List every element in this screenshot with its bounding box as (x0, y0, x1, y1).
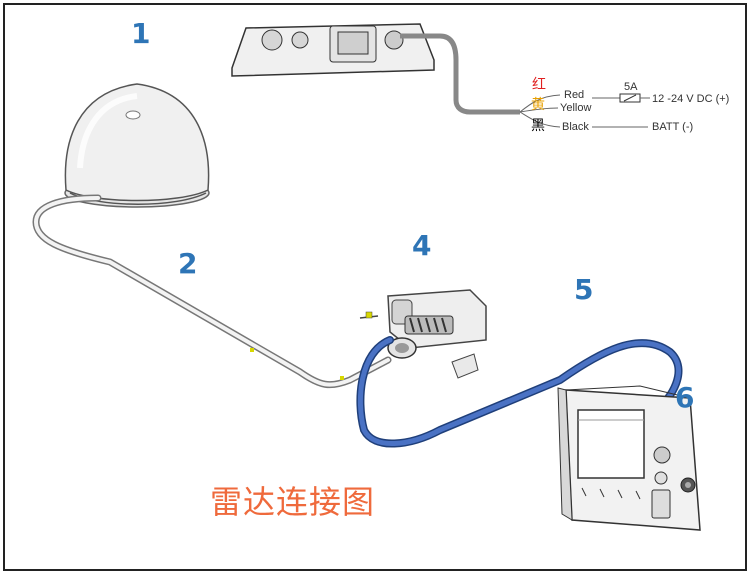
callout-1: 1 (131, 17, 151, 50)
power-negative-label: BATT (-) (652, 121, 694, 133)
interface-module (359, 289, 487, 379)
callout-6: 6 (675, 381, 695, 414)
wire-black-cn-label: 黑 (531, 118, 545, 134)
cable-2 (32, 194, 392, 389)
power-wires (519, 93, 650, 128)
display-unit (557, 385, 701, 531)
radar-dome (64, 83, 210, 208)
fuse-label: 5A (624, 81, 638, 93)
callout-5: 5 (574, 273, 594, 306)
callout-2: 2 (178, 247, 198, 280)
callout-4: 4 (412, 229, 432, 262)
diagram-caption: 雷达连接图 (210, 483, 376, 521)
wire-red-label: Red (564, 89, 585, 101)
wire-yellow-cn-label: 黄 (531, 97, 545, 113)
power-positive-label: 12 -24 V DC (+) (652, 93, 730, 105)
power-module (231, 23, 520, 115)
cable-5 (356, 336, 683, 448)
outer-frame (3, 3, 747, 571)
wire-yellow-label: Yellow (560, 102, 592, 114)
wire-black-label: Black (562, 121, 589, 133)
wire-red-cn-label: 红 (532, 77, 546, 93)
